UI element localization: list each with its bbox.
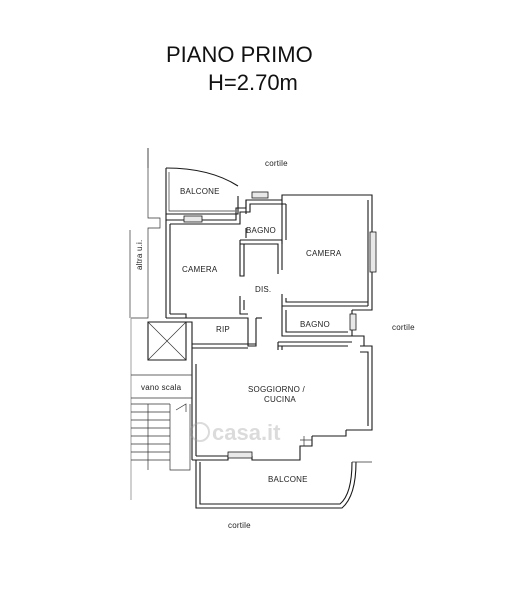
watermark-text: casa.it [212,420,281,445]
window-living-bottom [227,451,253,459]
room-camera-right: CAMERA [306,249,342,258]
room-cucina: CUCINA [264,395,296,404]
partitions [186,200,368,350]
room-balcone-top: BALCONE [180,187,220,196]
watermark: casa.it [190,420,281,445]
kitchen-step [300,430,347,446]
plan-title: PIANO PRIMO [166,42,313,67]
label-vano-scala: vano scala [141,383,182,392]
room-bagno-top: BAGNO [246,226,276,235]
room-balcone-bottom: BALCONE [268,475,308,484]
label-cortile-right: cortile [392,323,415,332]
room-soggiorno: SOGGIORNO / [248,385,305,394]
room-rip: RIP [216,325,230,334]
stair-block [131,321,193,471]
room-dis: DIS. [255,285,271,294]
room-bagno-right: BAGNO [300,320,330,329]
balcony-top [165,167,239,215]
windows [183,191,377,459]
balcony-bottom [195,460,372,509]
window-balcony-top [251,191,269,199]
window-camera-right [369,231,377,273]
label-cortile-top: cortile [265,159,288,168]
label-cortile-bottom: cortile [228,521,251,530]
ceiling-height: H=2.70m [208,70,298,95]
room-camera-left: CAMERA [182,265,218,274]
window-balcony-left [183,215,203,223]
neighbour-boundary [129,148,161,500]
label-altra-ui: altra u.i. [135,240,144,270]
window-bagno-right [349,313,357,331]
